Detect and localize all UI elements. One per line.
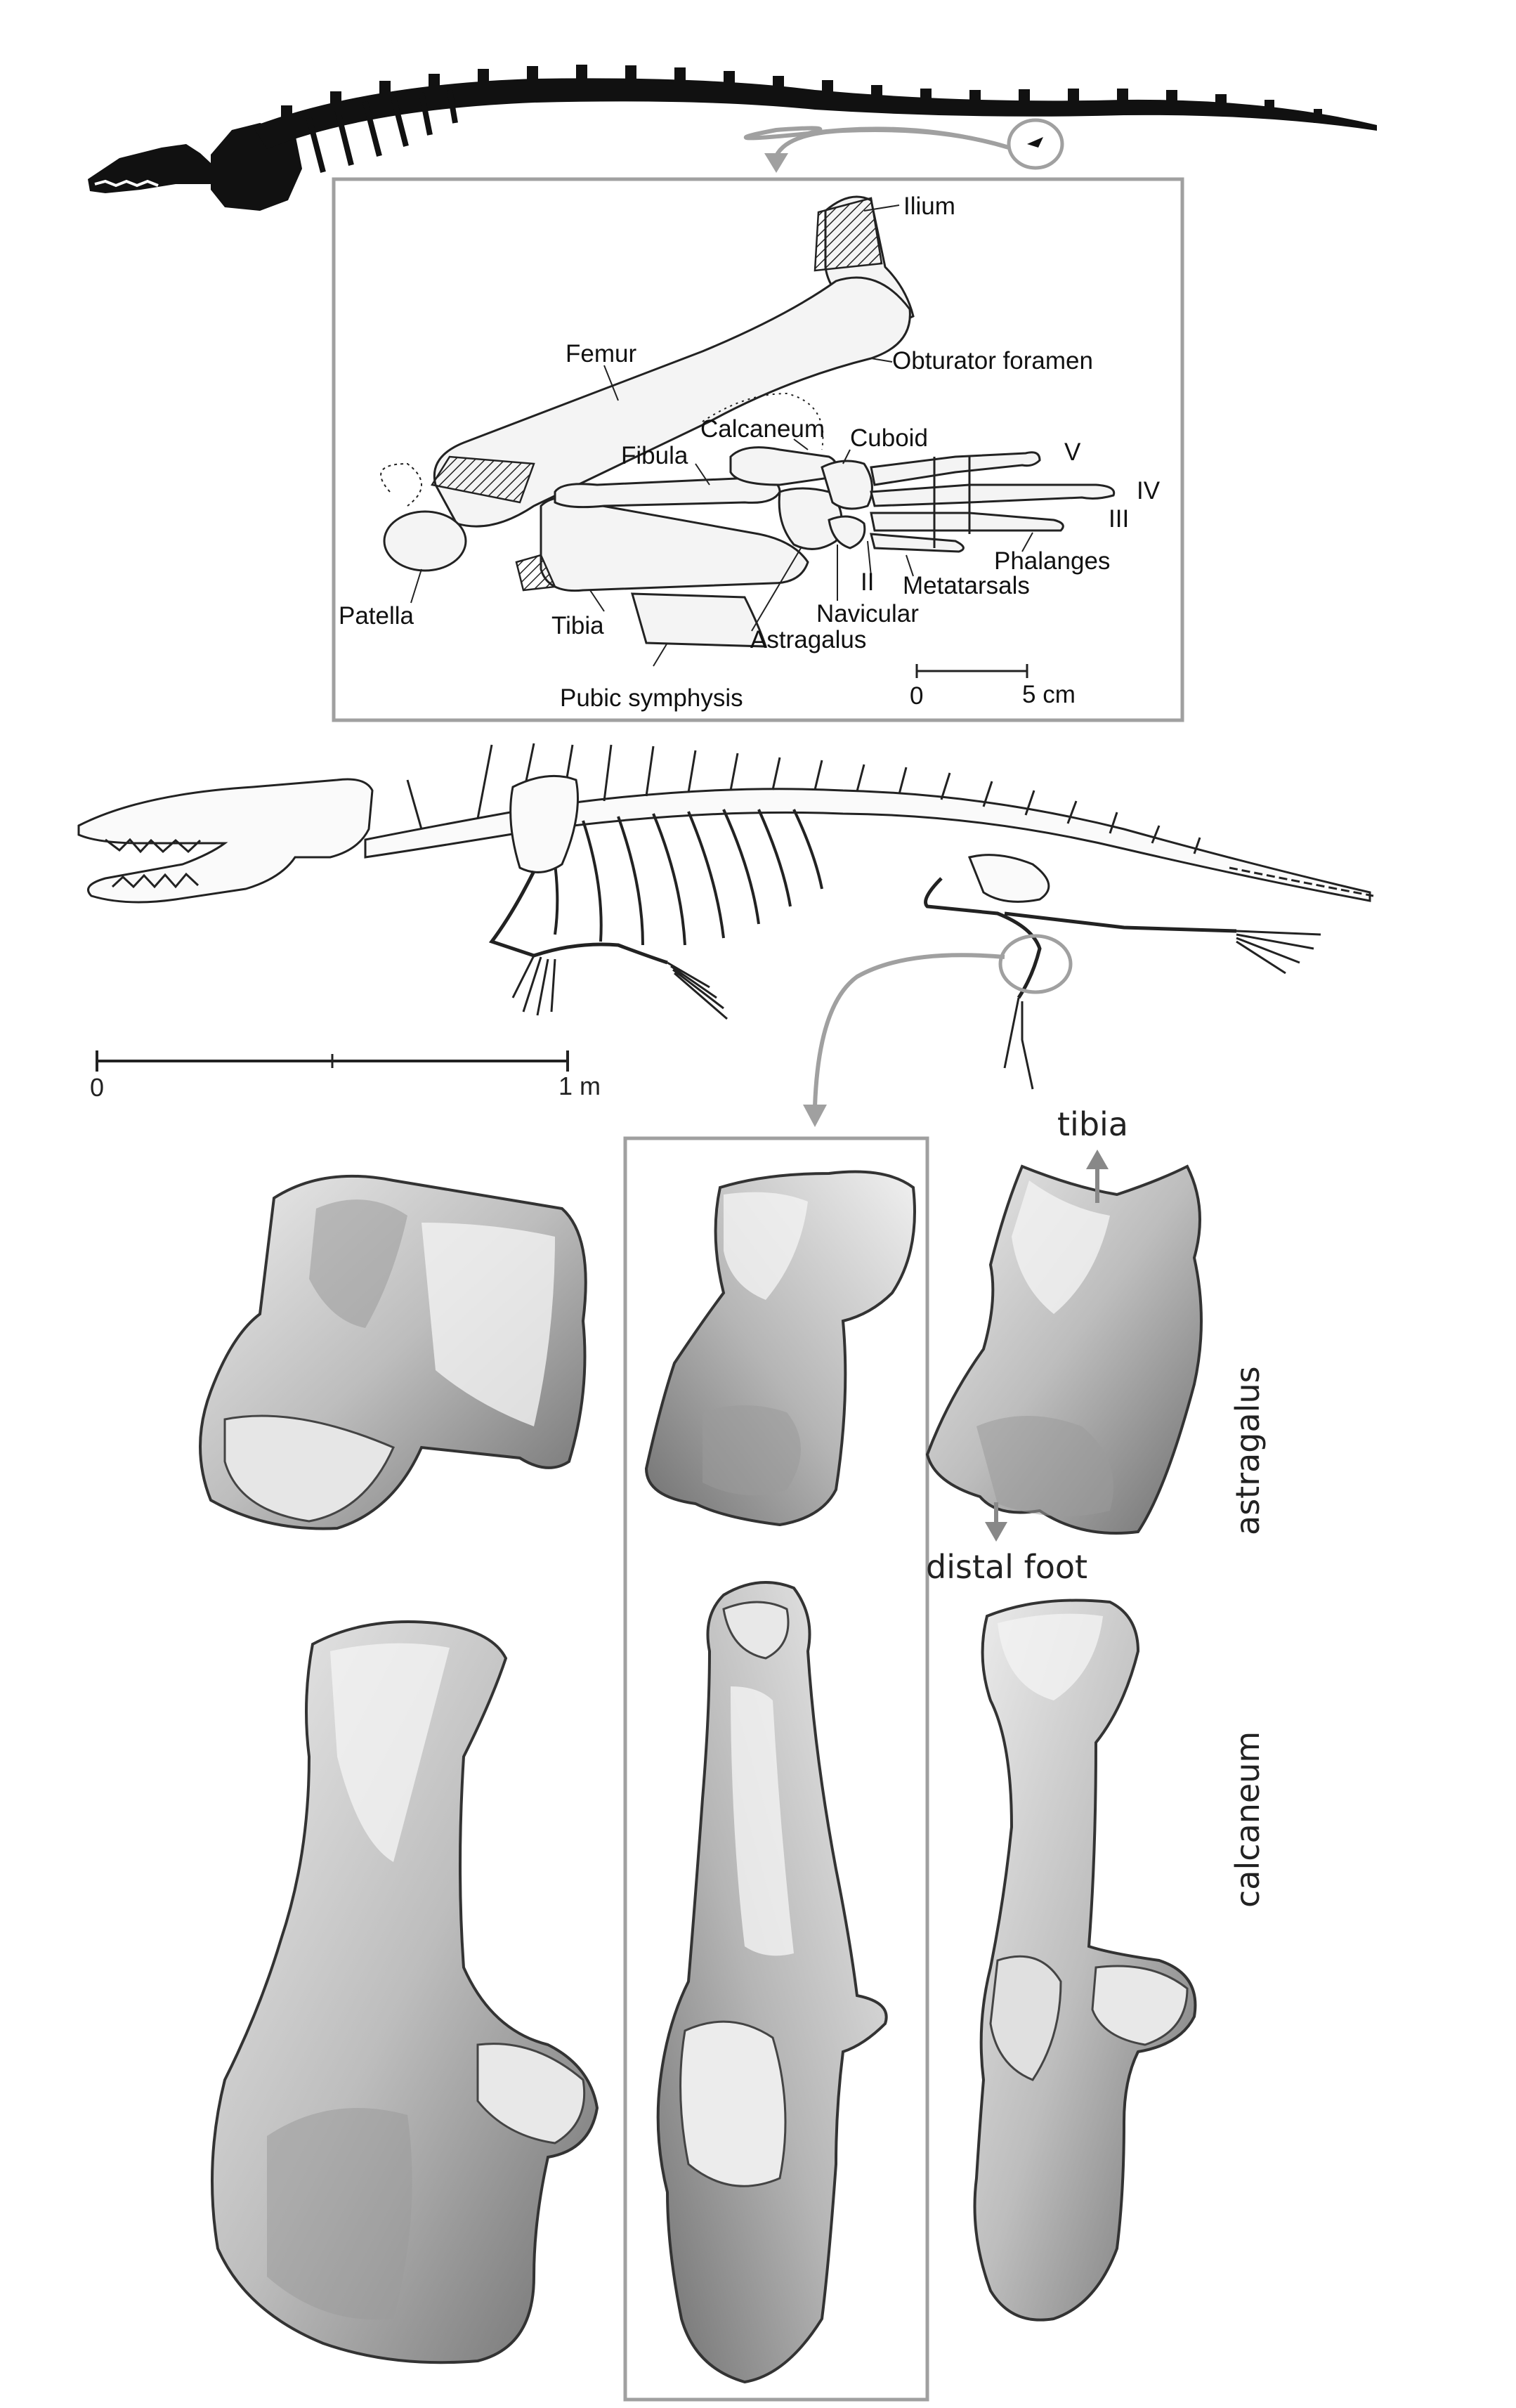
patella-bone <box>383 510 467 572</box>
label-digit-v: V <box>1064 438 1081 466</box>
skeleton-lower-hindfoot <box>1003 997 1034 1090</box>
skeleton-skull <box>77 778 374 904</box>
label-fibula: Fibula <box>621 442 688 469</box>
silhouette-ribs <box>306 89 458 174</box>
skeleton-fore-paw-left <box>511 955 556 1016</box>
label-digit-ii: II <box>861 568 874 596</box>
calcaneum-bone <box>729 446 837 486</box>
skeleton-hind-foot <box>1236 930 1321 975</box>
label-tibia: Tibia <box>551 612 604 639</box>
skeleton-scale-bar: 0 1 m <box>90 1050 601 1102</box>
skeleton-neural-spines <box>406 743 1201 854</box>
skeleton-ribs <box>547 809 823 946</box>
obturator-foramen-outline <box>702 392 824 450</box>
ilium-hatch <box>813 197 883 272</box>
label-view-distal-foot: distal foot <box>926 1548 1087 1586</box>
astragalus-view-center <box>644 1170 916 1527</box>
label-view-astragalus: astragalus <box>1229 1366 1267 1535</box>
pubic-symphysis-plate <box>630 592 768 648</box>
label-phalanges: Phalanges <box>994 547 1110 575</box>
label-femur: Femur <box>566 340 636 367</box>
inset-scale-bar: 0 5 cm <box>910 664 1076 710</box>
highlight-circle-hindlimb <box>1007 118 1064 170</box>
skeleton-tail-vertebrae <box>1229 866 1374 897</box>
skeleton-scale-end: 1 m <box>558 1072 601 1100</box>
navicular-bone <box>828 515 866 549</box>
skeleton-pelvis <box>967 854 1050 903</box>
pointer-arrowhead-inset <box>764 153 788 173</box>
silhouette-vertebral-column <box>253 78 1377 149</box>
hindlimb-drawing <box>380 195 1116 648</box>
basilosaurus-silhouette <box>88 65 1377 211</box>
distal-foot-direction-arrow <box>985 1502 1007 1542</box>
label-digit-iv: IV <box>1137 477 1161 505</box>
inset-frame <box>332 177 1184 722</box>
astragalus-view-left <box>199 1174 587 1530</box>
calcaneum-view-left <box>211 1620 599 2364</box>
femur-hatch <box>430 455 535 504</box>
silhouette-skull <box>88 144 232 193</box>
calcaneum-view-right <box>973 1599 1197 2322</box>
astragalus-bone <box>778 487 843 550</box>
skeleton-forelimb <box>488 870 668 965</box>
femur-bone <box>433 276 911 528</box>
pointer-arrowhead-bones <box>803 1105 827 1127</box>
silhouette-ribcage <box>211 123 302 211</box>
skeleton-scapula <box>509 774 579 873</box>
dorudon-skeleton <box>77 743 1374 1090</box>
label-view-calcaneum: calcaneum <box>1229 1731 1267 1908</box>
inset-scale-end: 5 cm <box>1022 681 1076 708</box>
skeleton-hindlimb <box>924 877 1237 999</box>
label-metatarsals: Metatarsals <box>903 572 1030 599</box>
tibia-bone <box>540 497 809 592</box>
label-cuboid: Cuboid <box>850 424 928 452</box>
label-navicular: Navicular <box>816 600 919 627</box>
label-digit-iii: III <box>1109 505 1129 533</box>
skeleton-fore-paw-right <box>667 961 728 1020</box>
pointer-arrow-to-bone-views <box>813 953 1005 1107</box>
label-calcaneum: Calcaneum <box>700 415 825 443</box>
silhouette-hind-limb <box>1027 137 1043 148</box>
label-patella: Patella <box>339 602 414 630</box>
label-pubic-symphysis: Pubic symphysis <box>560 684 743 712</box>
inset-leader-lines <box>410 204 1033 667</box>
tibia-direction-arrow <box>1086 1150 1109 1203</box>
label-astragalus: Astragalus <box>750 626 866 653</box>
label-view-tibia: tibia <box>1057 1105 1128 1143</box>
highlight-circle-ankle <box>998 934 1073 994</box>
skeleton-vertebral-column <box>364 788 1371 902</box>
astragalus-view-right <box>925 1164 1203 1535</box>
silhouette-spines <box>281 65 1322 125</box>
calcaneum-view-center <box>656 1581 888 2384</box>
tibia-hatch <box>515 554 556 592</box>
label-ilium: Ilium <box>903 193 955 220</box>
skeleton-scale-start: 0 <box>90 1073 104 1102</box>
digits <box>870 451 1116 553</box>
label-obturator-foramen: Obturator foramen <box>892 347 1093 375</box>
patella-outline-dotted <box>380 462 422 507</box>
central-view-frame <box>623 1136 929 2402</box>
inset-scale-start: 0 <box>910 682 923 710</box>
